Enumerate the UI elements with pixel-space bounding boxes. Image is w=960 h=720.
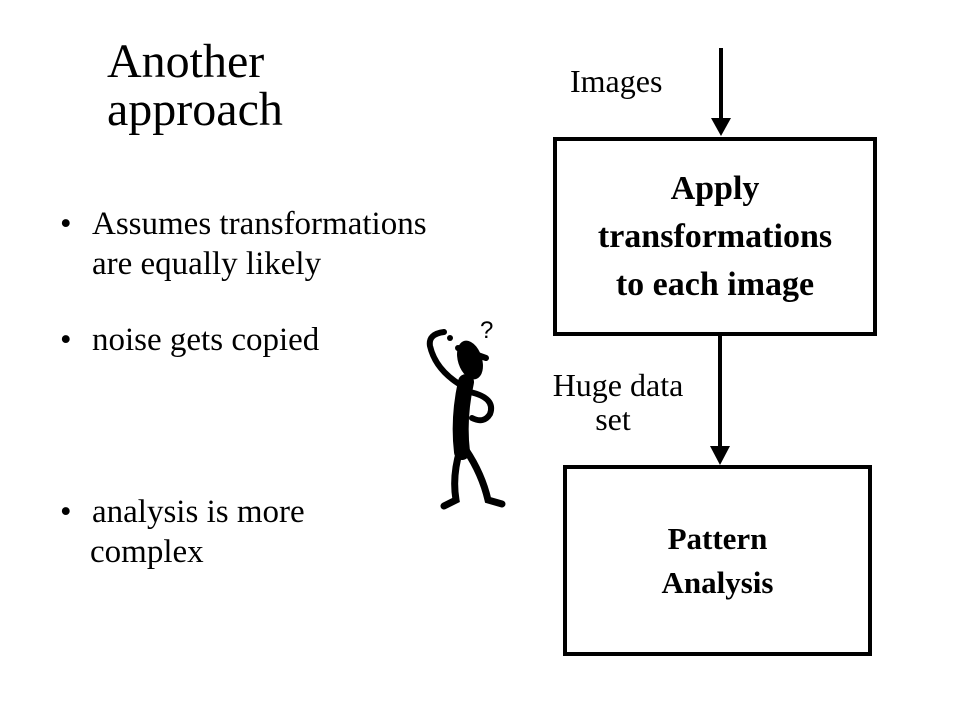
bullet-line: noise gets copied <box>92 322 320 358</box>
bullet-analysis: • analysis is more complex <box>60 492 305 572</box>
transform-box: Apply transformations to each image <box>553 137 877 336</box>
figure-left-leg <box>440 446 464 510</box>
figure-raised-arm <box>426 329 469 391</box>
title-line-1: Another <box>107 35 265 88</box>
bullet-dot: • <box>60 206 72 242</box>
bullet-noise: • noise gets copied <box>60 320 320 360</box>
input-label: Images <box>570 63 663 99</box>
input-arrowhead <box>711 118 731 136</box>
figure-right-leg <box>462 446 506 508</box>
pattern-analysis-box-text: Pattern Analysis <box>661 520 774 600</box>
bullet-dot: • <box>60 322 72 358</box>
figure-sweat-dot <box>447 335 453 341</box>
bullet-assumptions: • Assumes transformations are equally li… <box>60 204 427 284</box>
bullet-line: Assumes transformations <box>92 206 427 242</box>
figure-torso <box>452 374 474 460</box>
bullet-line: are equally likely <box>92 246 322 282</box>
figure-hip-arm <box>467 389 494 424</box>
figure-question-mark: ? <box>480 317 493 344</box>
data-set-label-line-1: Huge data <box>552 367 684 403</box>
slide-title: Another approach <box>107 38 283 134</box>
bullet-line: analysis is more <box>92 494 305 530</box>
transform-box-text: Apply transformations to each image <box>597 169 833 303</box>
data-set-label: Huge data set <box>538 368 698 436</box>
bullet-dot: • <box>60 494 72 530</box>
figure-cap-brim <box>455 345 489 361</box>
data-set-label-line-2: set <box>595 401 631 437</box>
title-line-2: approach <box>107 83 283 136</box>
middle-arrowhead <box>710 446 730 465</box>
bullet-line: complex <box>90 534 204 570</box>
pattern-analysis-box: Pattern Analysis <box>563 465 872 656</box>
